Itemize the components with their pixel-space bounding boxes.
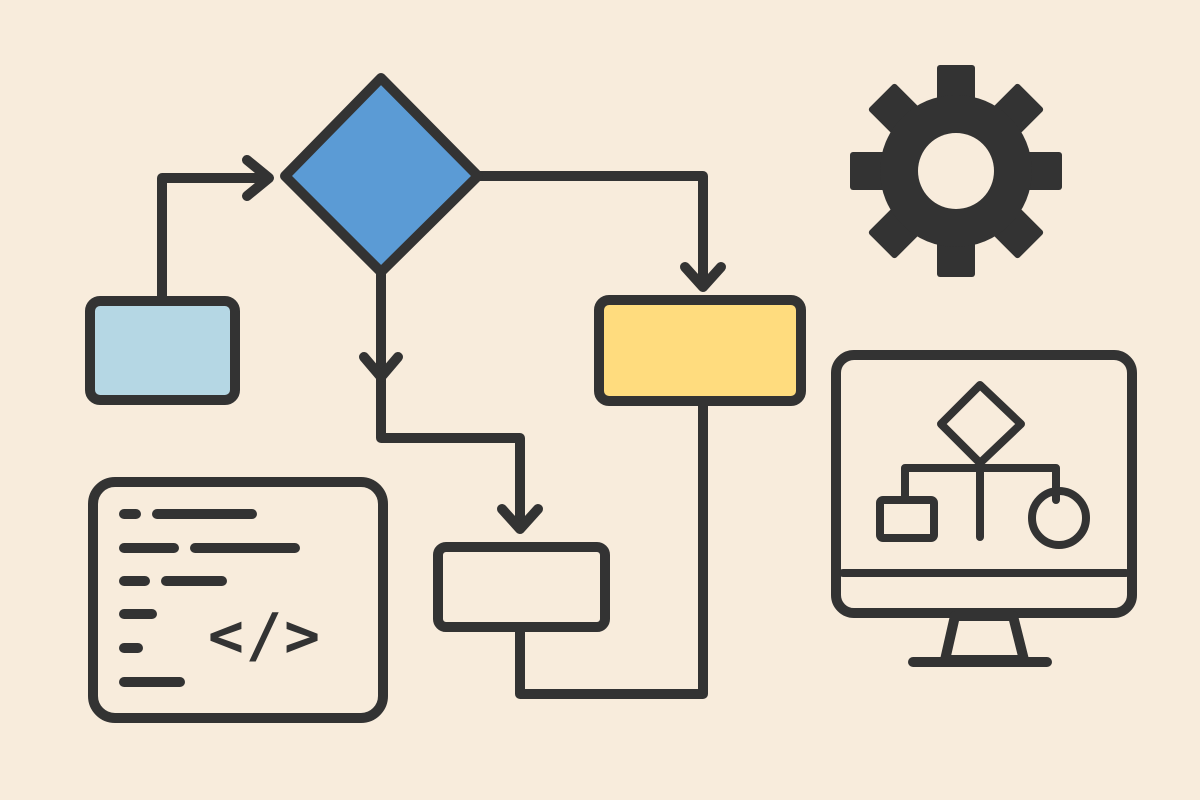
monitor-flowchart [876, 381, 1090, 549]
code-lines [119, 509, 300, 687]
edge-start-to-decision [157, 173, 272, 302]
gear-icon [850, 65, 1062, 277]
edge-process-to-merge [515, 397, 708, 699]
merge-box [433, 542, 610, 632]
mini-connector [901, 459, 1060, 541]
code-window-icon [88, 477, 388, 723]
edge-start-to-decision-arrowhead [242, 155, 274, 201]
edge-decision-to-merge [376, 265, 525, 532]
gear-hole [918, 133, 994, 209]
code-tag-label: </> [207, 601, 323, 671]
monitor-icon [831, 350, 1137, 667]
monitor-stand [940, 611, 1029, 665]
start-box [85, 296, 240, 405]
edge-decision-to-process [470, 171, 708, 288]
edge-decision-to-process-arrowhead [680, 262, 726, 292]
mini-square-icon [876, 496, 938, 542]
mini-circle-icon [1028, 487, 1090, 549]
process-box [594, 295, 806, 406]
edge-decision-branch-arrowhead [359, 352, 403, 382]
code-window-frame [88, 477, 388, 723]
decision-diamond [280, 73, 483, 277]
edge-decision-to-merge-arrowhead [497, 504, 543, 534]
connectors [157, 155, 726, 699]
